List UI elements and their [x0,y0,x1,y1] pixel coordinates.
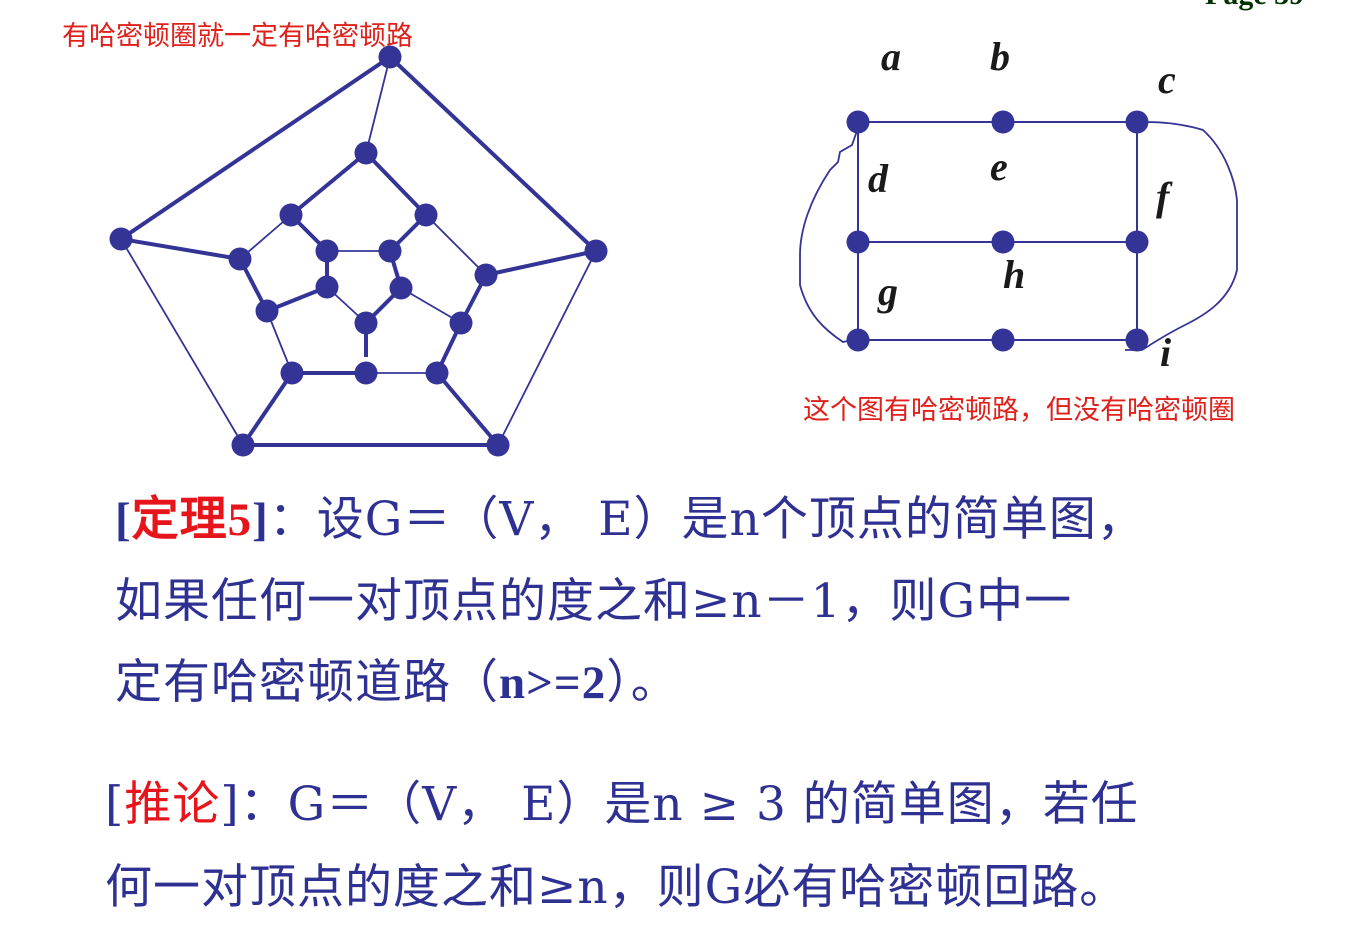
theorem-text-3a: 定有哈密顿道路（ [115,655,499,710]
graph-vertex [1125,110,1149,134]
vertex-label-g: g [877,269,898,314]
graph-vertex [109,227,133,251]
graph-diagrams: a b c d e f g h i [109,34,1238,457]
graph-vertex [1125,328,1149,352]
graph-vertex [474,263,498,287]
vertex-label-c: c [1158,57,1176,102]
vertex-label-f: f [1156,174,1173,219]
theorem-line-2: 如果任何一对顶点的度之和≥n－1，则G中一 [115,574,1073,629]
graph-vertex [991,230,1015,254]
theorem-label: 定理5 [131,494,253,546]
graph-vertex [486,433,510,457]
graph-vertex [228,247,252,271]
corollary-bracket-open: [ [105,777,125,832]
hamilton-edge [241,371,294,447]
dodecahedron-graph [109,45,608,457]
corollary-line-1: [推论]：G＝（V， E）是n ≥ 3 的简单图，若任 [105,765,1139,834]
hamilton-edge [485,249,597,277]
graph-vertex [1125,230,1149,254]
corollary-line-2: 何一对顶点的度之和≥n，则G必有哈密顿回路。 [105,860,1128,915]
vertex-label-a: a [881,34,901,79]
corollary-text-1: ：G＝（V， E）是n ≥ 3 的简单图，若任 [239,777,1139,832]
graph-vertex [279,203,303,227]
hamilton-edge [119,55,392,241]
graph-edge [400,287,462,324]
theorem-line-1: [定理5]：设G＝（V， E）是n个顶点的简单图， [115,480,1145,549]
grid-graph: a b c d e f g h i [799,34,1238,375]
graph-vertex [449,311,473,335]
graph-vertex [378,45,402,69]
theorem-bracket-open: [ [115,494,132,546]
graph-vertex [846,328,870,352]
left-graph-caption: 有哈密顿圈就一定有哈密顿路 [62,21,413,52]
hamilton-edge [289,151,368,217]
graph-vertex [354,141,378,165]
hamilton-edge [120,237,241,261]
graph-edge [497,250,597,446]
theorem-text-1: ：设G＝（V， E）是n个顶点的简单图， [268,492,1145,547]
graph-edge [425,214,487,276]
graph-vertex [414,203,438,227]
graph-vertex [280,361,304,385]
graph-vertex [584,239,608,263]
graph-vertex [991,110,1015,134]
theorem-bracket-close: ] [252,494,269,546]
right-graph-caption: 这个图有哈密顿路，但没有哈密顿圈 [803,395,1235,426]
graph-vertex [231,433,255,457]
vertex-label-b: b [990,34,1010,79]
theorem-line-3: 定有哈密顿道路（n>=2）。 [115,643,679,712]
corollary-label: 推论 [124,777,221,832]
graph-vertex [846,110,870,134]
curved-edge-c-i [1125,121,1238,351]
graph-vertex [354,361,378,385]
vertex-label-d: d [868,156,889,201]
graph-vertex [425,361,449,385]
graph-vertex [354,311,378,335]
hamilton-edge [435,371,500,447]
theorem-text-3c: ）。 [606,655,679,710]
curved-edge-a-g [799,127,859,343]
corollary-bracket-close: ] [220,777,240,832]
vertex-label-e: e [990,144,1008,189]
graph-vertex [315,275,339,299]
graph-vertex [378,239,402,263]
graph-vertex [991,328,1015,352]
graph-vertex [389,276,413,300]
graph-edge [120,238,244,446]
theorem-condition: n>=2 [499,657,607,709]
graph-edge [365,56,391,154]
vertex-label-h: h [1003,252,1025,297]
graph-vertex [846,230,870,254]
page-number: Page 39 [1205,0,1304,12]
hamilton-edge [388,55,598,253]
hamilton-edge [364,151,428,217]
graph-vertex [255,299,279,323]
graph-vertex [315,239,339,263]
vertex-label-i: i [1160,330,1171,375]
